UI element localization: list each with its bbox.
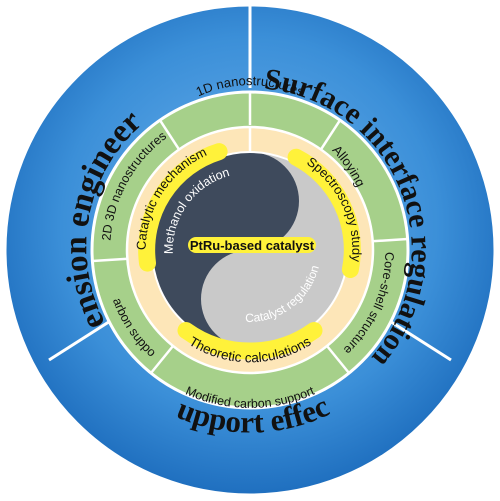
label-highlights — [138, 143, 361, 360]
ptru-catalyst-title: PtRu-based catalyst — [190, 238, 315, 253]
outer-divider-left — [48, 316, 116, 362]
outer-divider-right — [384, 316, 452, 362]
